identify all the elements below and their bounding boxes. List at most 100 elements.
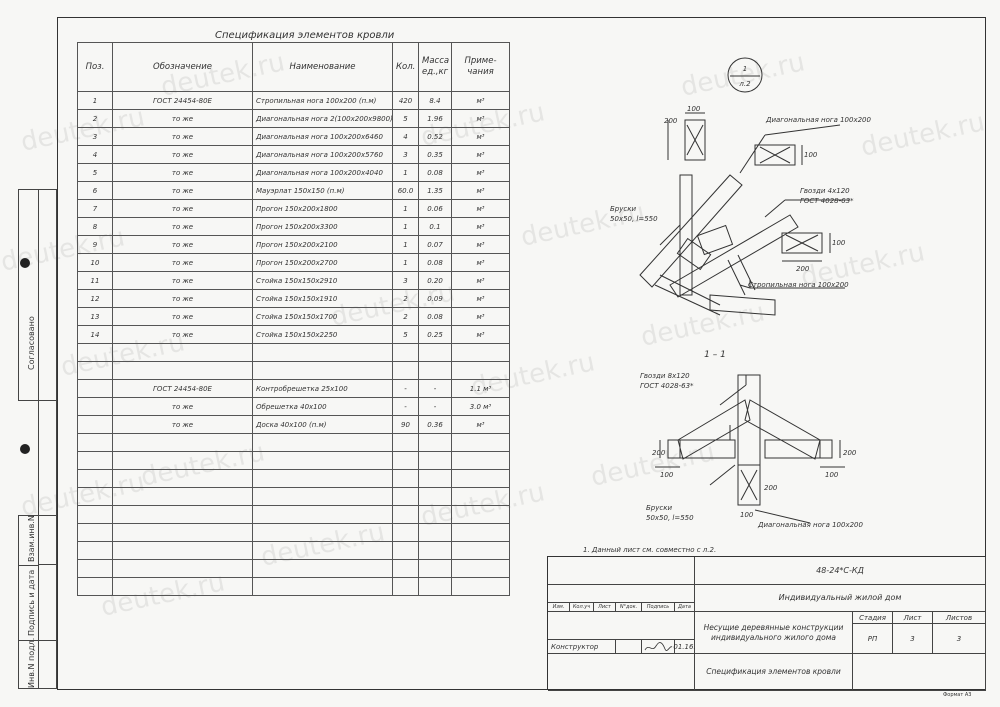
spec-empty-row [77,451,510,470]
row-name: Контробрешетка 25х100 [252,379,393,398]
empty-cell [451,577,510,596]
row-name: Диагональная нога 2(100х200х9800) [252,109,393,128]
row-pos: 6 [77,181,113,200]
section-left-block [679,439,736,459]
stamp-date: 01.16. [673,640,696,654]
row-name: Прогон 150х200х2700 [252,253,393,272]
col-name: Наименование [252,42,393,92]
row-name: Стойка 150х150х2910 [252,271,393,290]
empty-cell [252,577,393,596]
row-designation: то же [112,127,253,146]
spec-row [77,343,510,362]
section-right-block [764,439,821,459]
row-name: Стойка 150х150х1910 [252,289,393,308]
row-designation: то же [112,217,253,236]
label-diag-top: Диагональная нога 100х200 [765,116,871,124]
spec-empty-row [77,541,510,560]
section-small-right [754,144,796,166]
row-note: 1.1 м³ [451,379,510,398]
row-designation: то же [112,181,253,200]
row-mass: 8.4 [418,91,452,110]
row-designation: то же [112,253,253,272]
empty-cell [77,487,113,506]
rafter-beam [639,174,743,288]
col-mass: Масса ед.,кг [418,42,452,92]
label-bars-bottom: Бруски [646,504,672,512]
row-pos: 7 [77,199,113,218]
row-note: м³ [451,415,510,434]
row-mass [418,343,452,362]
row-note: м³ [451,307,510,326]
row-designation: то же [112,415,253,434]
row-qty: 420 [392,91,419,110]
row-name: Прогон 150х200х2100 [252,235,393,254]
stamp-col-koluch: Кол.уч [570,603,594,612]
spec-empty-row [77,505,510,524]
row-pos: 4 [77,145,113,164]
row-note: м³ [451,253,510,272]
empty-cell [77,469,113,488]
row-pos: 12 [77,289,113,308]
row-name: Стойка 150х150х2250 [252,325,393,344]
empty-cell [112,523,253,542]
empty-cell [252,433,393,452]
row-pos: 13 [77,307,113,326]
row-note: м³ [451,217,510,236]
spec-empty-row [77,559,510,578]
stamp-col-date: Дата [675,603,695,612]
row-qty: 1 [392,253,419,272]
row-mass: 0.52 [418,127,452,146]
row-qty: - [392,379,419,398]
col-note: Приме-чания [451,42,510,92]
row-note: м³ [451,127,510,146]
row-designation: ГОСТ 24454-80Е [112,91,253,110]
format-label: Формат А3 [943,692,972,698]
label-diag-bottom: Диагональная нога 100х200 [757,521,863,529]
row-name: Диагональная нога 100х200х6460 [252,127,393,146]
row-note: м³ [451,91,510,110]
row-qty: 1 [392,199,419,218]
stamp-desc-line1: Несущие деревянные конструкции [703,622,844,632]
row-note [451,361,510,380]
row-mass: 0.08 [418,253,452,272]
row-pos: 10 [77,253,113,272]
row-note: м³ [451,163,510,182]
label-rafter: Стропильная нога 100х200 [748,281,849,289]
row-pos: 8 [77,217,113,236]
spec-empty-row [77,469,510,488]
row-name: Стойка 150х150х1700 [252,307,393,326]
empty-cell [252,487,393,506]
row-designation: то же [112,145,253,164]
row-qty: 4 [392,127,419,146]
empty-cell [451,433,510,452]
row-mass: - [418,379,452,398]
row-pos [77,379,113,398]
row-mass: - [418,397,452,416]
row-name: Мауэрлат 150х150 (п.м) [252,181,393,200]
empty-cell [252,469,393,488]
row-pos: 1 [77,91,113,110]
row-designation [112,343,253,362]
empty-cell [252,541,393,560]
row-qty: 3 [392,145,419,164]
row-note: м³ [451,145,510,164]
empty-cell [252,523,393,542]
empty-cell [418,433,452,452]
label-nails-top-gost: ГОСТ 4028-63* [800,197,854,205]
spec-empty-row [77,487,510,506]
section-left-rafter [677,399,751,460]
drawing-frame [57,17,986,690]
stamp-object: Индивидуальный жилой дом [695,585,986,612]
stamp-sheet: 3 [893,624,933,654]
